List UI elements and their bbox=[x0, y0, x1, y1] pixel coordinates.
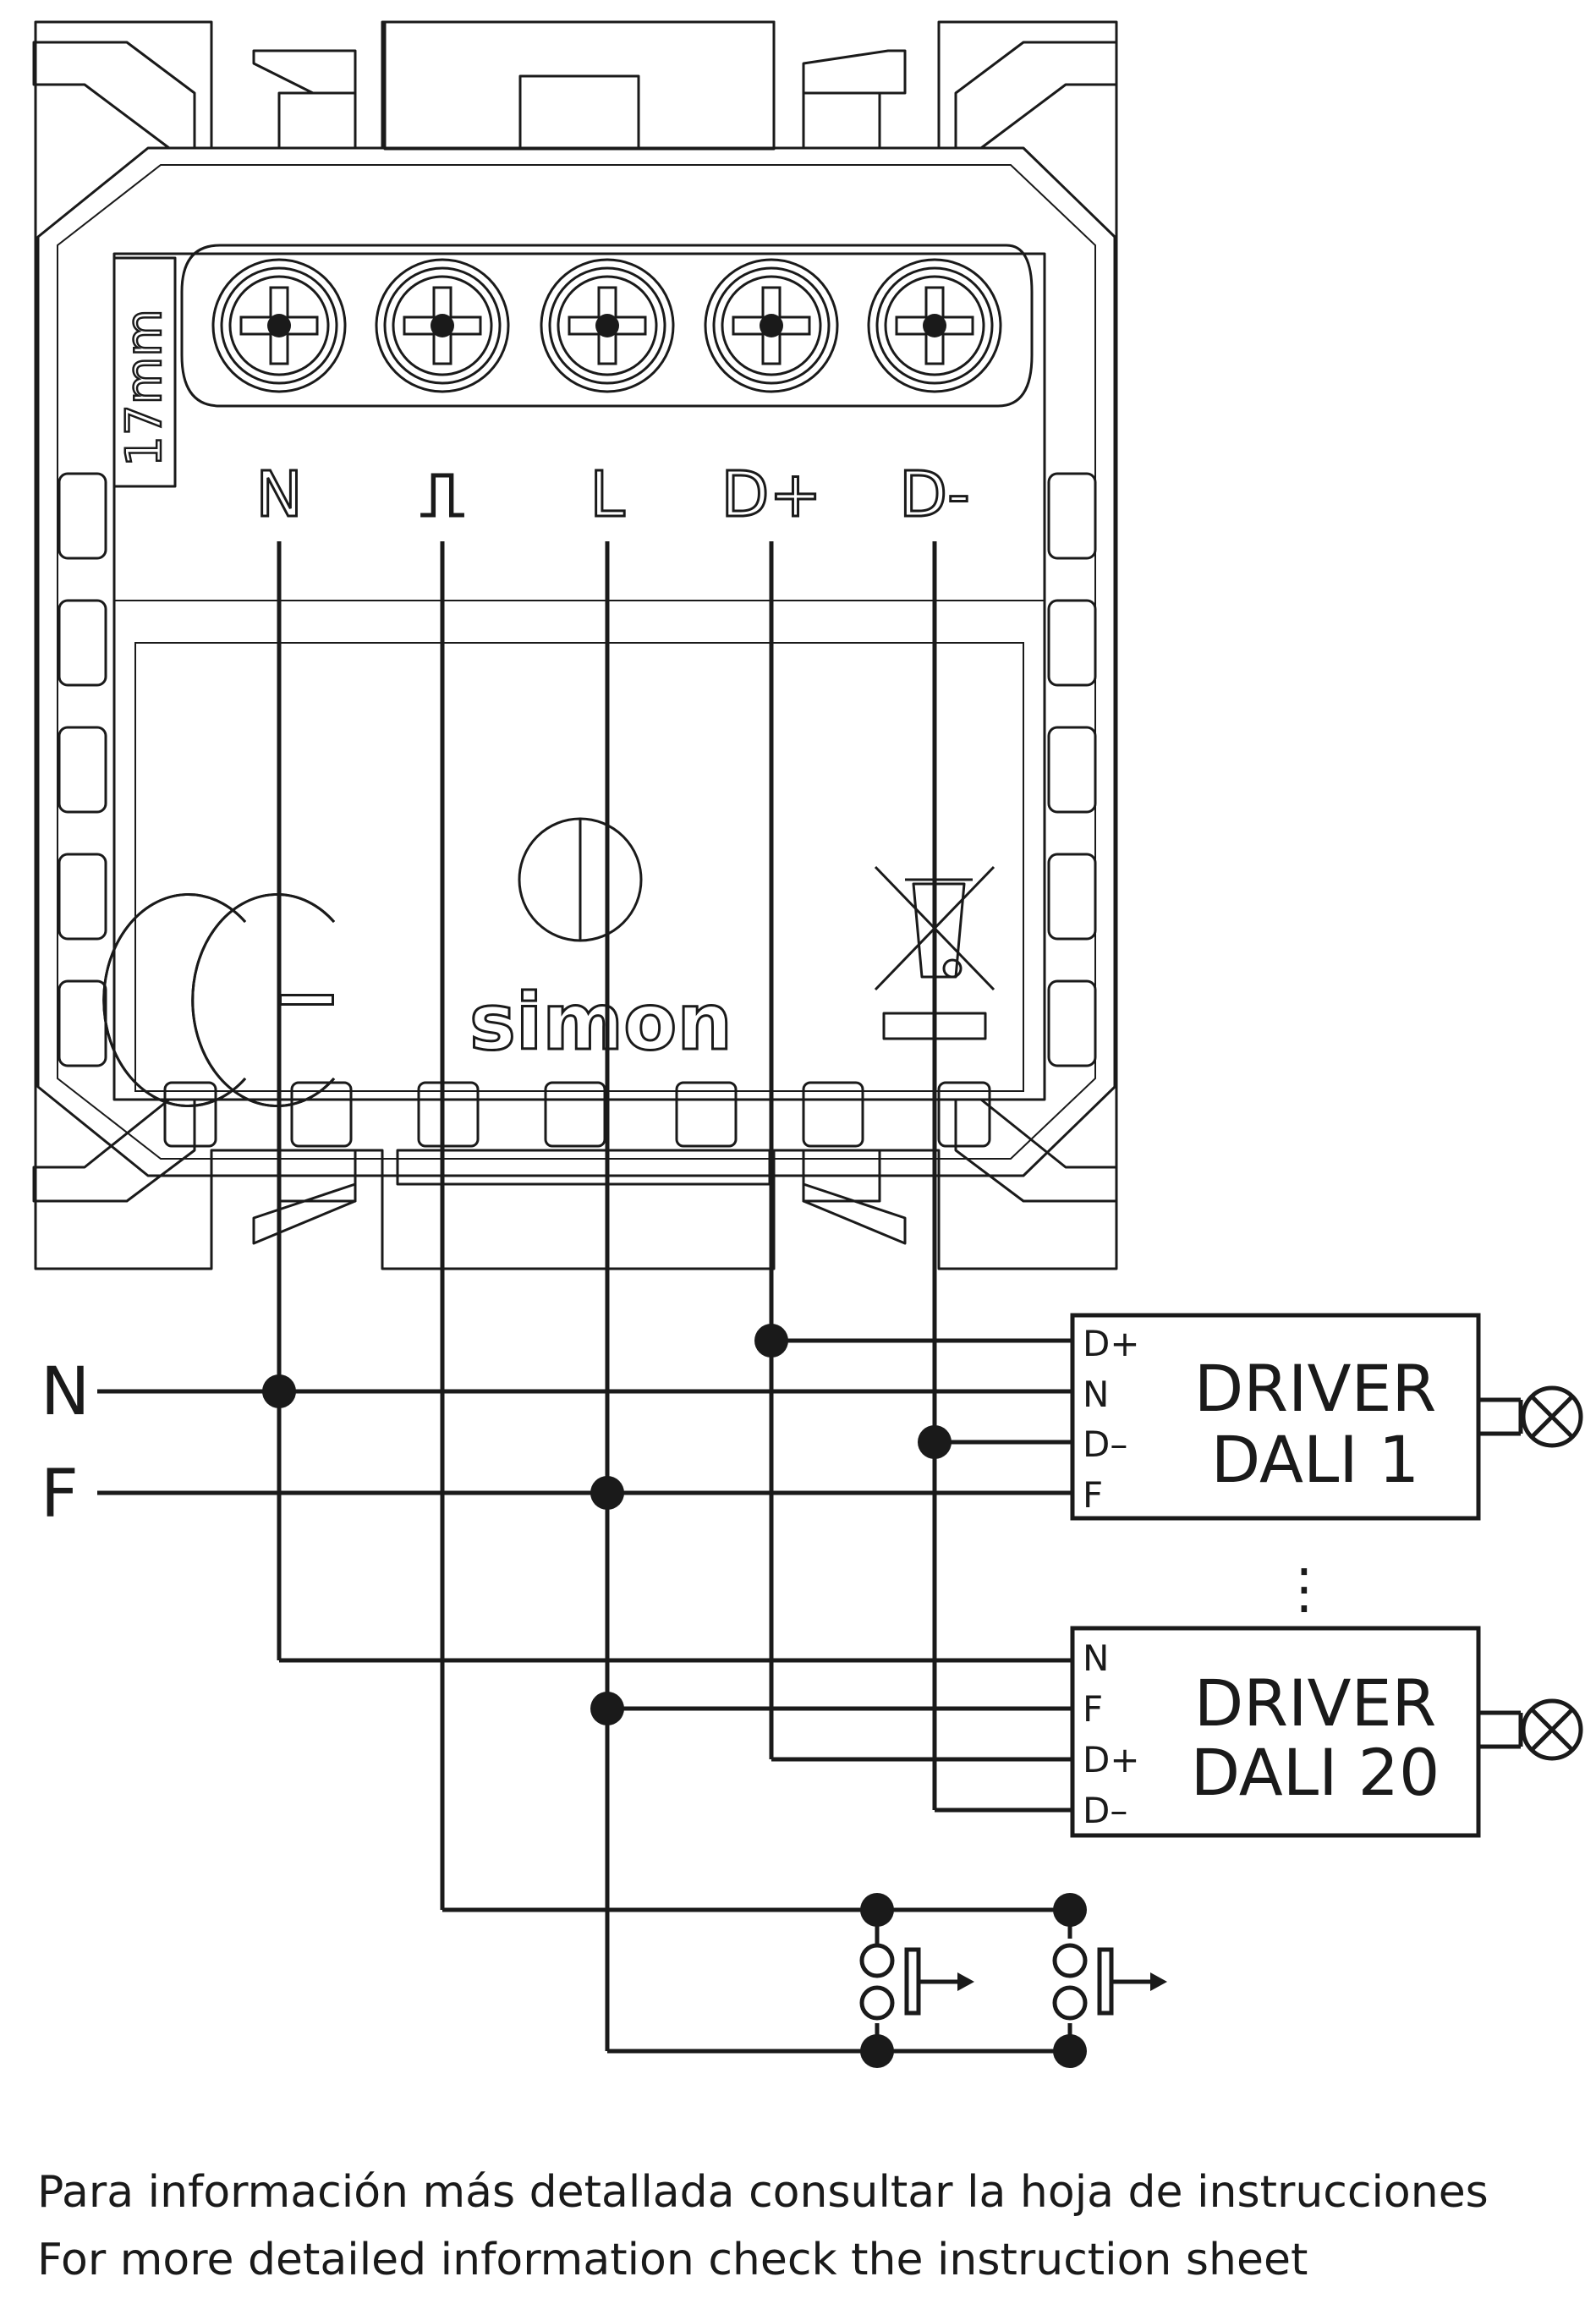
ce-mark-icon bbox=[102, 893, 336, 1107]
brand-logo: simon bbox=[469, 817, 733, 1069]
driver20-pin-dplus: D+ bbox=[1083, 1739, 1140, 1780]
driver1-pin-f: F bbox=[1083, 1474, 1103, 1516]
note-spanish: Para información más detallada consultar… bbox=[37, 2167, 1489, 2218]
phase-label: F bbox=[41, 1456, 79, 1533]
terminal-screws bbox=[211, 258, 1002, 393]
wires bbox=[97, 541, 1072, 2054]
driver1-title-line1: DRIVER bbox=[1194, 1351, 1437, 1426]
driver1-pin-n: N bbox=[1083, 1374, 1109, 1415]
strip-length-mark: 17mm bbox=[112, 256, 177, 488]
driver20-pin-dminus: D– bbox=[1083, 1790, 1127, 1831]
terminal-screw-l-icon bbox=[540, 258, 675, 393]
driver1-title-line2: DALI 1 bbox=[1211, 1422, 1419, 1497]
lamp-1-icon bbox=[1521, 1385, 1583, 1448]
brand-name: simon bbox=[469, 977, 732, 1067]
neutral-label: N bbox=[41, 1354, 90, 1430]
driver20-pin-f: F bbox=[1083, 1688, 1103, 1730]
terminal-label-l: L bbox=[590, 458, 624, 531]
driver1-pin-dplus: D+ bbox=[1083, 1323, 1140, 1364]
terminal-label-dminus: D- bbox=[899, 458, 970, 531]
driver20-title-line2: DALI 20 bbox=[1191, 1735, 1440, 1810]
driver-dali-1: D+ N D– F DRIVER DALI 1 bbox=[1070, 1313, 1523, 1521]
terminal-screw-dminus-icon bbox=[867, 258, 1002, 393]
driver20-pin-n: N bbox=[1083, 1638, 1109, 1679]
note-english: For more detailed information check the … bbox=[37, 2235, 1308, 2285]
terminal-label-pulse: ⎍ bbox=[420, 458, 464, 531]
terminal-screw-n-icon bbox=[211, 258, 347, 393]
driver-dali-20: N F D+ D– DRIVER DALI 20 bbox=[1070, 1626, 1523, 1838]
bottom-clips bbox=[163, 1081, 991, 1148]
terminal-screw-pulse-icon bbox=[375, 258, 510, 393]
dimension-label: 17mm bbox=[115, 309, 173, 467]
terminal-label-n: N bbox=[255, 458, 302, 531]
driver20-title-line1: DRIVER bbox=[1194, 1665, 1437, 1741]
lamp-20-icon bbox=[1521, 1698, 1583, 1761]
terminal-screw-dplus-icon bbox=[704, 258, 839, 393]
push-button-2-icon bbox=[1052, 1943, 1167, 2021]
terminal-block bbox=[180, 244, 1034, 408]
continuation-dots: ⋮ bbox=[1277, 1558, 1331, 1621]
terminal-label-dplus: D+ bbox=[721, 458, 822, 531]
driver1-pin-dminus: D– bbox=[1083, 1424, 1127, 1465]
junction-dots bbox=[262, 1324, 1087, 2068]
terminal-labels: N ⎍ L D+ D- bbox=[255, 458, 972, 533]
push-button-1-icon bbox=[859, 1939, 974, 2021]
